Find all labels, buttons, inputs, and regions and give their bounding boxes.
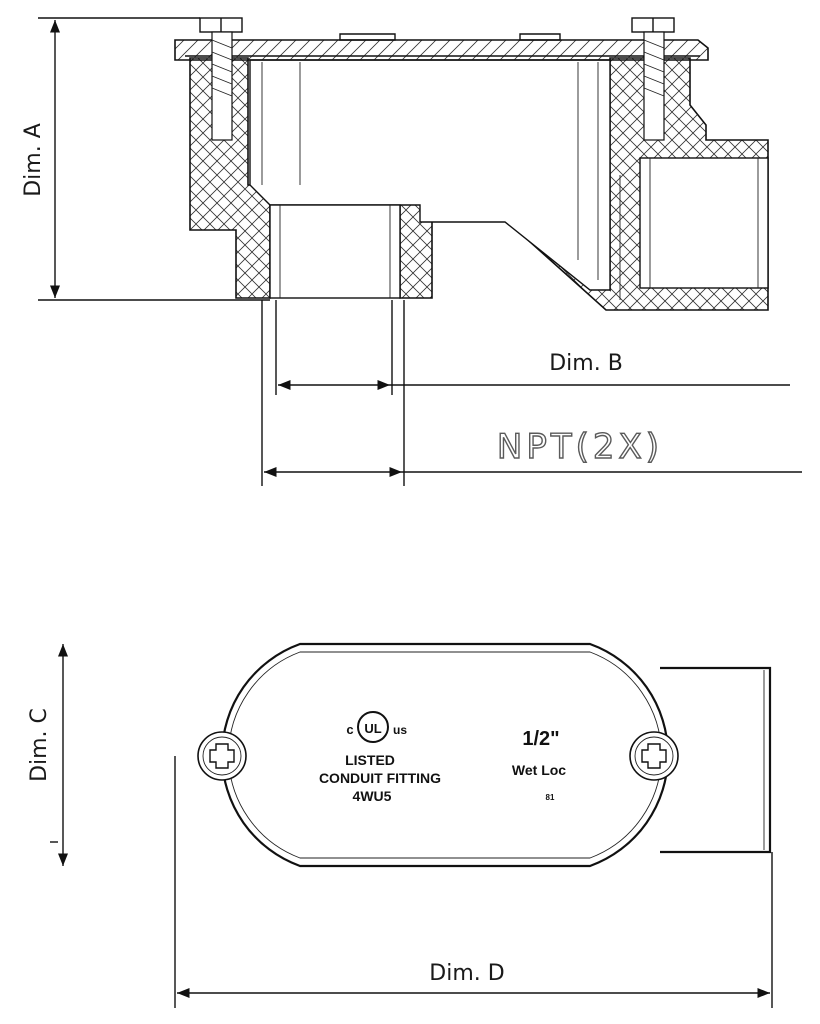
dim-b-label: Dim. B bbox=[549, 351, 623, 376]
svg-text:c: c bbox=[346, 722, 353, 737]
dimension-a: Dim. A bbox=[21, 17, 270, 301]
screw-head-icon bbox=[199, 17, 243, 141]
ul-listing-icon: UL c us bbox=[346, 711, 407, 743]
listed-text: LISTED bbox=[345, 752, 395, 768]
rating-text: Wet Loc bbox=[512, 762, 566, 778]
code-text: 81 bbox=[546, 793, 555, 802]
npt-label: NPT(2X) bbox=[497, 427, 663, 467]
dimension-c: Dim. C bbox=[27, 644, 69, 866]
section-view bbox=[174, 17, 769, 311]
dim-c-label: Dim. C bbox=[27, 708, 52, 782]
dimension-d: Dim. D bbox=[174, 756, 773, 1008]
trade-size-text: 1/2" bbox=[522, 728, 559, 750]
cover-outline bbox=[220, 642, 670, 868]
dim-a-label: Dim. A bbox=[21, 123, 46, 197]
top-view: UL c us LISTED CONDUIT FITTING 4WU5 1/2"… bbox=[197, 642, 772, 868]
screw-head-icon bbox=[629, 731, 679, 781]
dimension-npt: NPT(2X) bbox=[261, 300, 802, 486]
dimension-b: Dim. B bbox=[275, 300, 790, 395]
conduit-fitting-text: CONDUIT FITTING bbox=[319, 770, 441, 786]
catalog-number-text: 4WU5 bbox=[353, 788, 392, 804]
screw-head-icon bbox=[631, 17, 675, 141]
svg-text:UL: UL bbox=[364, 721, 381, 736]
dim-d-label: Dim. D bbox=[429, 961, 504, 986]
cover-plate bbox=[174, 39, 709, 61]
screw-head-icon bbox=[197, 731, 247, 781]
svg-text:us: us bbox=[393, 723, 407, 737]
